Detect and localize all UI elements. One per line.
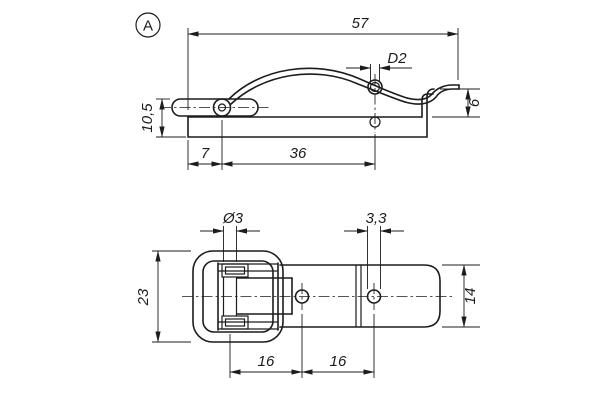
dim-total-length: 57 — [187, 15, 459, 110]
dim-text-hole-diameter: 3,3 — [366, 210, 388, 227]
plate-lip-inner — [421, 93, 434, 118]
hook-outer-edge — [406, 84, 460, 101]
latch-side-outline — [160, 67, 460, 138]
dim-text-bail-width: 23 — [135, 288, 152, 306]
pivot-outer — [212, 98, 232, 117]
knuckle-top-inner — [224, 266, 246, 275]
dim-text-hole-spacing: 36 — [290, 145, 307, 162]
view-label-badge: A — [135, 12, 161, 38]
spring-arm-bottom-edge — [230, 73, 406, 105]
dim-hook-height: 6 — [432, 88, 483, 118]
dim-text-strap-width: 14 — [462, 288, 479, 305]
dim-hole-diameter: 3,3 — [344, 210, 404, 289]
dim-bail-width: 23 — [135, 250, 191, 343]
dim-offset-and-spacing: 7 36 — [187, 120, 376, 170]
dim-strap-width: 14 — [442, 264, 480, 328]
bottom-view-plan: Ø3 3,3 23 14 — [135, 210, 480, 378]
top-view-side-elevation: 57 D2 10,5 7 36 — [139, 15, 483, 170]
dim-pin-diameter: Ø3 — [200, 210, 260, 262]
bail-inner — [202, 260, 274, 333]
knuckle-bottom-inner — [224, 318, 246, 327]
latch-plan-outline — [182, 250, 452, 343]
dim-hole-spacings: 16 16 — [229, 314, 375, 378]
dim-text-spacing-second: 16 — [330, 353, 347, 370]
spring-arm-top-edge — [228, 67, 408, 100]
knuckle-top — [221, 263, 249, 278]
pivot-inner — [217, 103, 227, 112]
dim-height-left: 10,5 — [139, 98, 186, 138]
dim-text-pin-diameter: Ø3 — [222, 210, 244, 227]
dim-text-spacing-first: 16 — [258, 353, 275, 370]
dim-text-hook-hole: D2 — [387, 50, 407, 67]
dim-text-hook-height: 6 — [466, 98, 483, 107]
bail-grip-side — [171, 98, 259, 117]
view-label-text: A — [143, 18, 153, 35]
knuckle-bottom — [221, 315, 249, 330]
strap-plate-outline — [279, 264, 441, 328]
view-label-circle — [135, 12, 161, 38]
dim-hook-hole: D2 — [346, 50, 412, 81]
dim-text-offset-left: 7 — [201, 145, 210, 162]
dim-text-height-left: 10,5 — [139, 103, 156, 133]
dim-text-total-length: 57 — [352, 15, 369, 32]
plate-outline — [187, 88, 435, 138]
bail-outer — [192, 250, 284, 343]
hook-inner-edge — [404, 88, 460, 105]
